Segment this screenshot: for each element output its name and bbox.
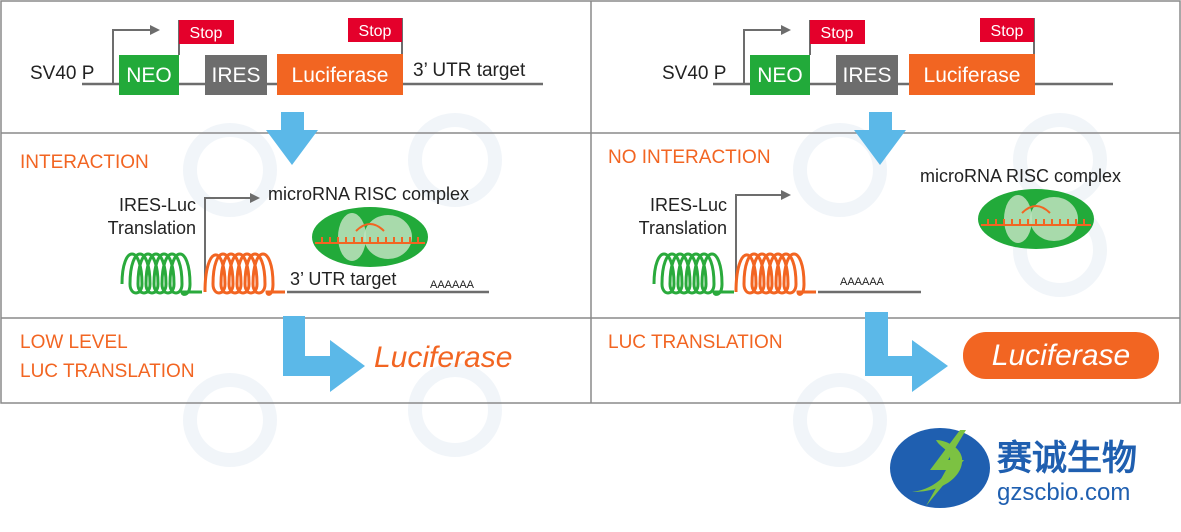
ires-label: IRES <box>211 64 260 87</box>
luciferase-label: Luciferase <box>292 64 389 87</box>
promoter-label: SV40 P <box>662 63 726 84</box>
stop-flag <box>348 18 402 42</box>
right-result: LUC TRANSLATION Luciferase <box>608 312 1159 392</box>
neo-label: NEO <box>757 64 803 87</box>
polya-label: AAAAAA <box>840 276 885 288</box>
risc-complex <box>311 206 429 268</box>
ires-box <box>205 55 267 95</box>
neo-box <box>119 55 179 95</box>
company-name-cn: 赛诚生物 <box>997 439 1137 478</box>
stop-flag <box>179 20 234 44</box>
luciferase-box <box>909 54 1035 95</box>
luciferase-product-label: Luciferase <box>374 341 512 374</box>
stop-label: Stop <box>991 23 1024 40</box>
ires-label: IRES <box>842 64 891 87</box>
right-interaction: NO INTERACTION IRES-Luc Translation micr… <box>608 147 1121 296</box>
luc-translation-label: LUC TRANSLATION <box>20 361 195 382</box>
company-domain: gzscbio.com <box>997 479 1130 506</box>
ires-luc-label: IRES-Luc <box>650 195 727 215</box>
luciferase-product-label: Luciferase <box>992 339 1130 372</box>
ires-luc-label: IRES-Luc <box>119 195 196 215</box>
result-arrow <box>283 316 365 392</box>
luc-translation-label: LUC TRANSLATION <box>608 332 783 353</box>
utr-target-label: 3’ UTR target <box>290 269 396 289</box>
green-mrna-coil <box>652 252 736 296</box>
down-arrow-left <box>266 112 318 165</box>
luciferase-box <box>277 54 403 95</box>
left-construct: SV40 P NEO Stop IRES Luciferase Stop 3’ … <box>30 18 543 95</box>
green-mrna-coil <box>120 252 204 296</box>
down-arrow-right <box>854 112 906 165</box>
stop-label: Stop <box>359 23 392 40</box>
lightning-s-logo-icon <box>890 428 990 508</box>
risc-label: microRNA RISC complex <box>268 184 469 204</box>
utr-target-label: 3’ UTR target <box>413 60 526 81</box>
stop-flag <box>810 20 865 44</box>
left-result: LOW LEVEL LUC TRANSLATION Luciferase <box>20 316 512 392</box>
neo-label: NEO <box>126 64 172 87</box>
ires-box <box>836 55 898 95</box>
stop-label: Stop <box>190 25 223 42</box>
translation-label: Translation <box>639 218 727 238</box>
neo-box <box>750 55 810 95</box>
orange-mrna-coil <box>203 252 287 296</box>
result-arrow <box>865 312 948 392</box>
risc-complex <box>977 188 1095 250</box>
polya-label: AAAAAA <box>430 279 475 291</box>
interaction-label: INTERACTION <box>20 152 149 173</box>
right-construct: SV40 P NEO Stop IRES Luciferase Stop <box>662 18 1113 95</box>
company-logo: 赛诚生物 gzscbio.com <box>890 428 1137 508</box>
translation-label: Translation <box>108 218 196 238</box>
luciferase-label: Luciferase <box>924 64 1021 87</box>
risc-label: microRNA RISC complex <box>920 166 1121 186</box>
stop-label: Stop <box>821 25 854 42</box>
low-level-label: LOW LEVEL <box>20 332 128 353</box>
stop-flag <box>980 18 1034 42</box>
left-interaction: INTERACTION IRES-Luc Translation microRN… <box>20 152 489 296</box>
panel-grid <box>0 0 1181 404</box>
promoter-label: SV40 P <box>30 63 94 84</box>
luciferase-product-pill <box>963 332 1159 379</box>
orange-mrna-coil <box>734 252 818 296</box>
no-interaction-label: NO INTERACTION <box>608 147 771 168</box>
